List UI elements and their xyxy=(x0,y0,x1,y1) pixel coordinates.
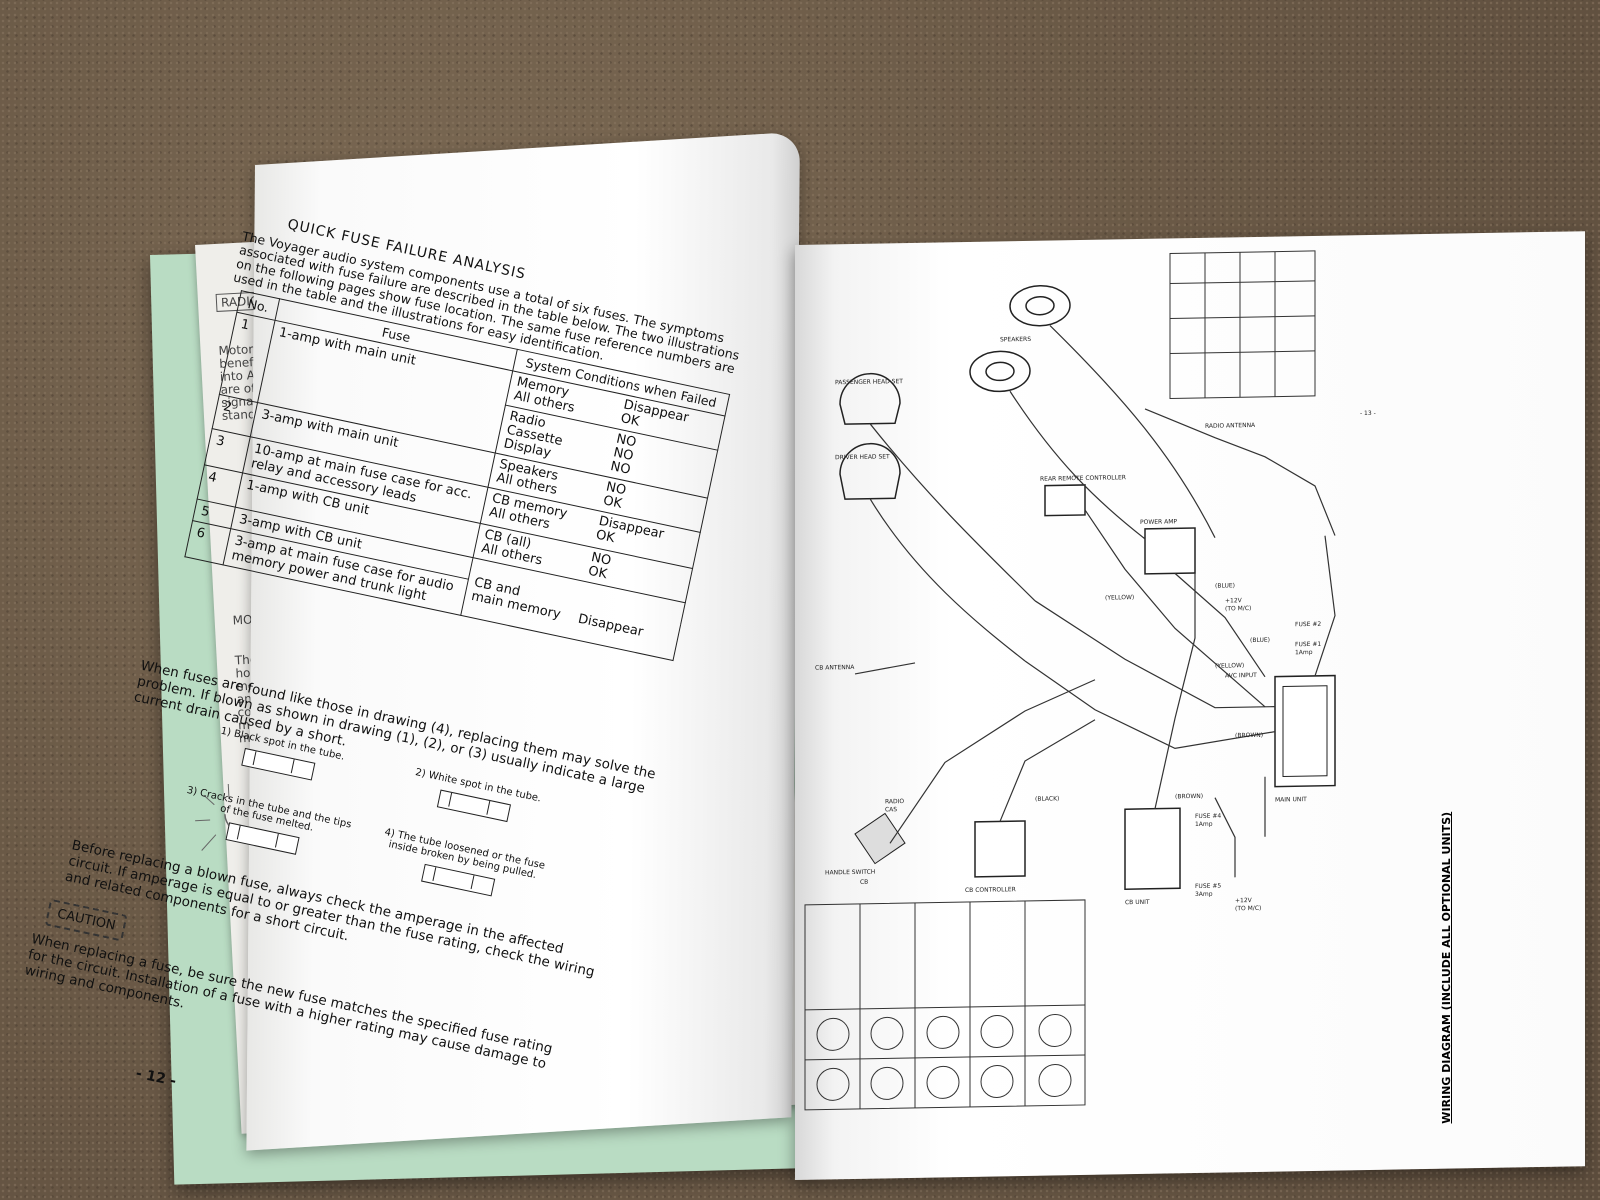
label-radio: RADIO xyxy=(885,798,904,805)
label-blue-2: (BLUE) xyxy=(1250,637,1270,644)
result: OK xyxy=(619,411,641,430)
label-to-mc-b: (TO M/C) xyxy=(1235,905,1261,912)
label-cb-controller: CB CONTROLLER xyxy=(965,886,1016,894)
right-page: PASSENGER HEAD SET DRIVER HEAD SET SPEAK… xyxy=(795,231,1585,1180)
result: OK xyxy=(601,493,624,512)
label-cb: CB xyxy=(860,879,868,886)
label-12v: +12V xyxy=(1225,597,1243,604)
cb-unit-box xyxy=(1124,807,1181,891)
label-fuse4: FUSE #4 xyxy=(1195,813,1221,820)
label-handle-switch: HANDLE SWITCH xyxy=(825,869,875,877)
label-yellow-2: (YELLOW) xyxy=(1215,662,1244,670)
page-number: - 12 - xyxy=(134,1065,178,1090)
label-fuse5: FUSE #5 xyxy=(1195,883,1221,890)
headset-icon xyxy=(839,372,901,500)
diagram-labels: PASSENGER HEAD SET DRIVER HEAD SET SPEAK… xyxy=(815,336,1376,912)
label-cb-antenna: CB ANTENNA xyxy=(815,664,855,672)
fuse-figure-4: 4) The tube loosened or the fuse inside … xyxy=(373,826,549,906)
label-brown: (BROWN) xyxy=(1235,732,1263,739)
label-amp1-b: 1Amp xyxy=(1295,649,1313,656)
fuse-figure-3: 3) Cracks in the tube and the tips of th… xyxy=(177,785,353,865)
label-black: (BLACK) xyxy=(1035,795,1059,802)
label-passenger: PASSENGER HEAD SET xyxy=(835,378,903,386)
label-amp3: 3Amp xyxy=(1195,891,1213,898)
right-page-number: - 13 - xyxy=(1360,410,1376,417)
label-radio-antenna: RADIO ANTENNA xyxy=(1205,422,1256,430)
wiring-diagram-title: WIRING DIAGRAM (INCLUDE ALL OPTIONAL UNI… xyxy=(1440,811,1453,1124)
label-power-amp: POWER AMP xyxy=(1140,518,1177,526)
power-amp-box xyxy=(1144,527,1196,575)
label-avc: AVC INPUT xyxy=(1225,672,1257,680)
label-yellow: (YELLOW) xyxy=(1105,594,1134,602)
label-amp1: 1Amp xyxy=(1195,821,1213,828)
result: NO xyxy=(609,458,632,478)
result: OK xyxy=(586,563,609,583)
label-to-mc: (TO M/C) xyxy=(1225,605,1251,612)
wire-harness xyxy=(854,325,1336,878)
main-unit-box xyxy=(1274,674,1336,788)
label-rear-remote: REAR REMOTE CONTROLLER xyxy=(1040,474,1126,482)
label-cb-unit: CB UNIT xyxy=(1125,899,1150,906)
rear-remote-box xyxy=(1044,484,1086,517)
result: OK xyxy=(594,527,617,547)
label-main-unit: MAIN UNIT xyxy=(1275,796,1307,804)
label-cas: CAS xyxy=(885,806,897,813)
label-driver: DRIVER HEAD SET xyxy=(835,453,890,461)
connector-table-bottom xyxy=(804,899,1086,1111)
speaker-icon xyxy=(969,284,1071,393)
handle-switch-icon xyxy=(854,812,906,865)
label-fuse1: FUSE #1 xyxy=(1295,641,1321,648)
connector-table-top xyxy=(1169,250,1316,399)
label-fuse2: FUSE #2 xyxy=(1295,621,1321,628)
label-blue: (BLUE) xyxy=(1215,582,1235,589)
cb-controller-box xyxy=(974,820,1026,878)
label-12v-b: +12V xyxy=(1235,897,1253,904)
result: Disappear xyxy=(576,611,645,640)
wiring-diagram: PASSENGER HEAD SET DRIVER HEAD SET SPEAK… xyxy=(804,250,1376,1111)
label-brown-2: (BROWN) xyxy=(1175,793,1203,800)
label-speakers: SPEAKERS xyxy=(1000,336,1031,344)
